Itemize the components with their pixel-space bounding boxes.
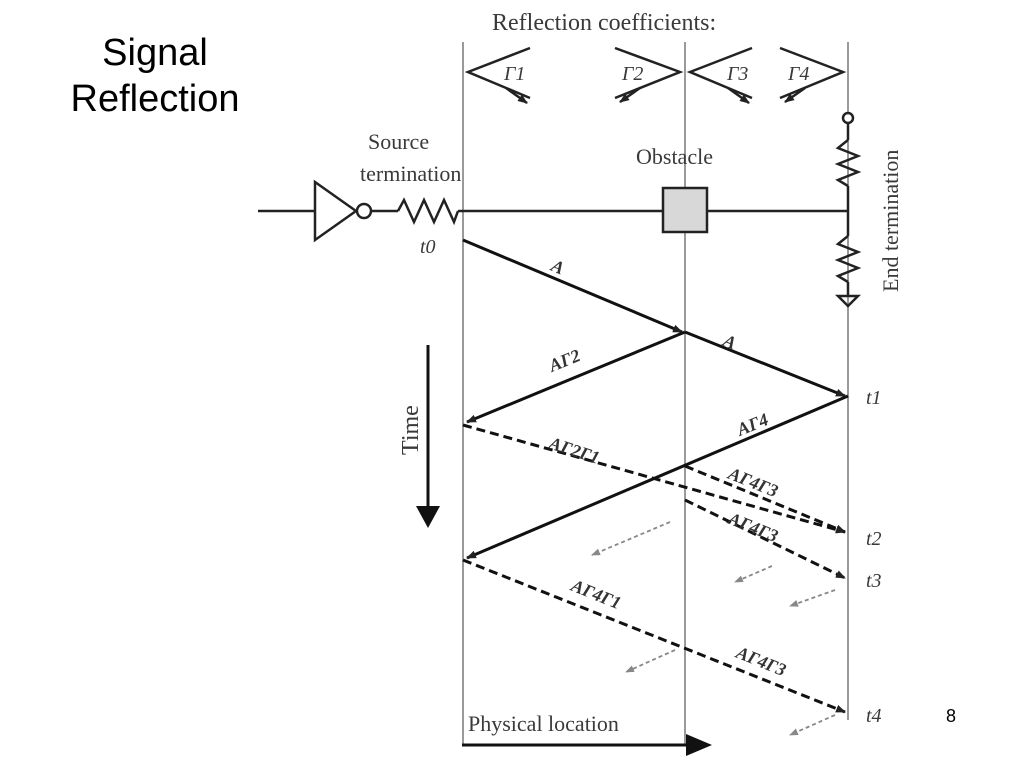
wave-label-ag4g1: AΓ4Γ1 [568,575,624,613]
title-line-1: Signal [102,32,208,74]
faint-reflection-2 [734,565,773,583]
physical-location-arrow-head-icon [686,734,712,756]
coefficient-gamma2: Γ2 [621,63,643,85]
faint-reflection-5 [789,714,836,736]
page-number: 8 [946,706,957,726]
wave-transmitted-1 [684,330,846,398]
wave-incident-1 [462,238,683,334]
wave-dashed-2 [684,464,846,534]
wave-dashed-4 [462,558,846,714]
inverter-bubble-icon [355,202,373,220]
wave-label-ag2g1: AΓ2Γ1 [546,432,602,467]
end-termination-resistors-icon [834,123,862,308]
time-t3: t3 [866,570,882,592]
slide-title: Signal Reflection [40,30,270,122]
wave-label-ag2: AΓ2 [545,345,583,376]
time-t4: t4 [866,705,882,727]
coefficient-gamma3: Γ3 [726,63,748,85]
faint-reflection-4 [625,649,676,673]
wave-dashed-1 [462,423,846,534]
time-label: Time [398,405,424,455]
wave-label-a-1: A [548,255,568,278]
coefficient-gamma1: Γ1 [503,63,525,85]
coefficient-gamma4: Γ4 [787,63,809,85]
wave-reflected-obstacle [466,330,686,424]
source-label-1: Source [368,129,429,154]
source-resistor-icon [396,196,460,226]
coefficient-gamma3-icon [686,46,753,105]
physical-location-label: Physical location [468,711,619,736]
obstacle-box-icon [661,186,709,234]
faint-reflection-3 [789,589,836,607]
reflection-header: Reflection coefficients: [492,10,716,36]
time-arrow-head-icon [416,506,440,528]
driver-buffer-icon [313,179,359,243]
wave-label-ag4g3-3: AΓ4Γ3 [733,642,789,680]
end-termination-label: End termination [878,150,903,292]
time-t2: t2 [866,528,882,550]
end-terminal-icon [841,111,855,125]
coefficient-gamma1-icon [464,46,531,105]
faint-reflection-1 [591,521,671,556]
obstacle-label: Obstacle [636,144,713,169]
time-t0: t0 [420,236,436,258]
title-line-2: Reflection [70,78,240,120]
wave-dashed-3 [684,498,846,580]
time-t1: t1 [866,387,882,409]
coefficient-gamma4-icon [779,46,847,104]
source-label-2: termination [360,161,461,186]
wave-reflected-end [466,394,849,560]
coefficient-gamma2-icon [614,46,684,104]
wave-label-a-2: A [720,330,740,353]
wave-label-ag4g3-2: AΓ4Γ3 [725,508,781,546]
